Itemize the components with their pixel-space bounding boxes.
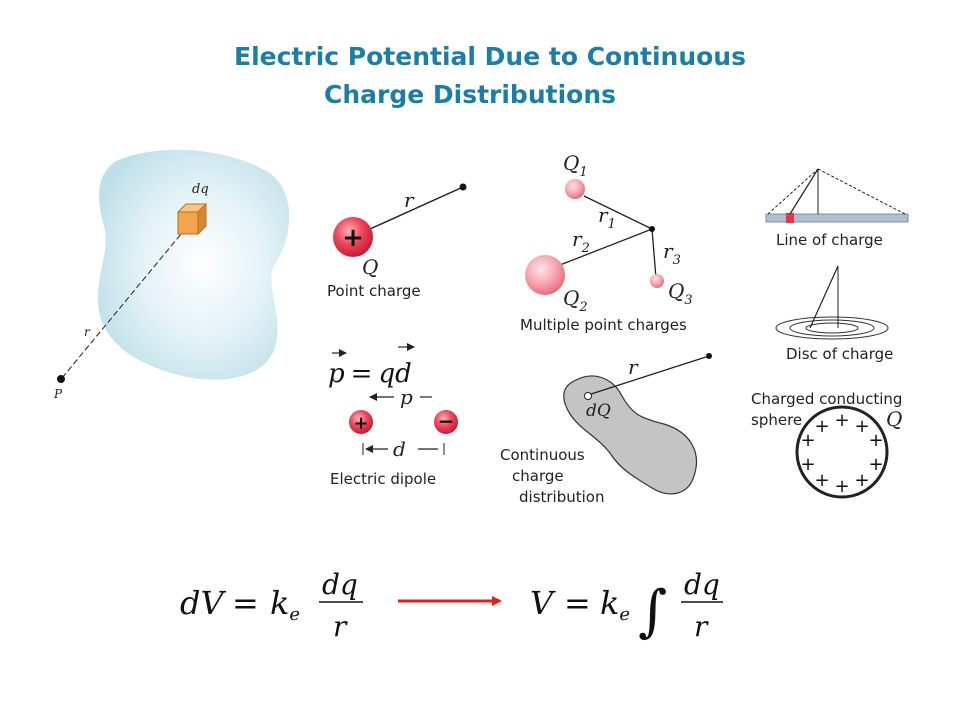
dq-label: dq xyxy=(192,182,209,197)
dipole-negative-ball xyxy=(434,410,458,434)
sphere-plus-7: + xyxy=(868,454,883,475)
eq-left-dv: dV xyxy=(180,584,226,622)
triangle-dashed-left xyxy=(767,168,819,215)
sphere-plus-6: + xyxy=(800,454,815,475)
charge-blob xyxy=(98,149,290,380)
dipole-positive-ball xyxy=(349,410,373,434)
line-charge-figure: Line of charge xyxy=(765,168,909,249)
sphere-plus-3: + xyxy=(854,416,869,437)
multiple-charges-figure: Q1 r1 r2 r3 Q2 Q3 Multiple point charges xyxy=(520,151,693,334)
multiple-charges-caption: Multiple point charges xyxy=(520,316,687,334)
eq-left-denominator: r xyxy=(333,610,348,643)
disc-outer xyxy=(775,316,889,340)
point-charge-q-label: Q xyxy=(362,255,378,279)
sphere-caption-1: Charged conducting xyxy=(751,390,902,408)
eq-right-denominator: r xyxy=(694,610,709,643)
r1-label: r1 xyxy=(598,203,616,232)
q3-label: Q3 xyxy=(668,279,693,308)
dipole-caption: Electric dipole xyxy=(330,470,436,488)
continuous-caption-3: distribution xyxy=(519,488,604,506)
sphere-plus-1: + xyxy=(834,410,849,431)
conducting-sphere xyxy=(795,405,889,499)
continuous-dq-label: dQ xyxy=(586,401,611,421)
dipole-figure: p=qd p + − d Electric dipole xyxy=(328,343,458,488)
charged-rod xyxy=(765,213,909,223)
positive-charge-ball xyxy=(333,217,373,257)
disc-slant xyxy=(809,265,839,329)
r2-line xyxy=(559,228,653,266)
dipole-p-label: p xyxy=(400,385,413,409)
dipole-plus: + xyxy=(353,413,368,434)
irregular-charge-body xyxy=(563,375,698,495)
point-charge-caption: Point charge xyxy=(327,282,421,300)
point-charge-r-label: r xyxy=(404,188,415,212)
eq-right-numerator: dq xyxy=(684,568,720,601)
continuous-r-label: r xyxy=(628,355,639,379)
sphere-caption-2: sphere xyxy=(751,411,802,429)
integral-sign: ∫ xyxy=(638,579,667,644)
eq-left-equals: = xyxy=(232,584,259,622)
eq-left-numerator: dq xyxy=(322,568,358,601)
integral-equation: V = ke ∫ dq r xyxy=(530,568,723,644)
d-label: d xyxy=(393,437,406,461)
sphere-plus-5: + xyxy=(868,430,883,451)
disc-ring-2 xyxy=(789,319,875,337)
r3-label: r3 xyxy=(663,239,681,268)
eq-right-v: V xyxy=(530,584,556,622)
dipole-equation: p=qd xyxy=(328,359,412,389)
eq-left-k: ke xyxy=(270,584,300,625)
sphere-plus-2: + xyxy=(814,416,829,437)
p-label: P xyxy=(53,387,63,401)
disc-charge-caption: Disc of charge xyxy=(786,345,893,363)
r1-line xyxy=(583,195,653,230)
sphere-surface-charges: ++++++++++ xyxy=(800,410,883,497)
r2-label: r2 xyxy=(572,227,590,256)
sphere-q-label: Q xyxy=(886,407,902,431)
dipole-minus: − xyxy=(438,409,455,433)
rod-element xyxy=(786,213,794,223)
title-line-1: Electric Potential Due to Continuous xyxy=(234,42,746,71)
q3-ball xyxy=(650,274,664,288)
point-p-dot xyxy=(57,375,65,383)
point-charge-figure: + r Q Point charge xyxy=(327,183,467,300)
distance-line-r xyxy=(61,227,187,379)
multi-point-dot xyxy=(649,226,655,232)
triangle-left xyxy=(789,168,819,215)
charged-sphere-figure: Charged conducting sphere Q ++++++++++ xyxy=(751,390,902,499)
continuous-distribution-figure: r dQ Continuous charge distribution xyxy=(500,353,712,506)
title-line-2: Charge Distributions xyxy=(323,80,617,109)
disc-charge-figure: Disc of charge xyxy=(775,265,893,363)
continuous-end-dot xyxy=(706,353,712,359)
sphere-plus-8: + xyxy=(814,470,829,491)
dq-cube-icon xyxy=(176,202,208,236)
r-label: r xyxy=(84,325,91,339)
q1-ball xyxy=(565,179,585,199)
point-charge-end-dot xyxy=(459,183,467,191)
continuous-caption-1: Continuous xyxy=(500,446,585,464)
r3-line xyxy=(651,228,657,279)
q2-ball xyxy=(525,255,565,295)
sphere-plus-9: + xyxy=(854,470,869,491)
continuous-blob-figure: dq r P xyxy=(53,149,290,401)
page-title: Electric Potential Due to Continuous Cha… xyxy=(0,38,960,114)
point-charge-r-line xyxy=(369,186,464,230)
q2-label: Q2 xyxy=(563,286,588,315)
triangle-dashed-right xyxy=(817,168,906,215)
dq-element xyxy=(584,392,592,400)
eq-right-equals: = xyxy=(564,584,591,622)
disc-ring-3 xyxy=(805,322,859,334)
sphere-plus-4: + xyxy=(800,430,815,451)
continuous-r-line xyxy=(587,355,710,396)
differential-equation: dV = ke dq r xyxy=(180,568,363,643)
plus-sign: + xyxy=(342,223,364,253)
sphere-plus-10: + xyxy=(834,476,849,497)
continuous-caption-2: charge xyxy=(512,467,564,485)
line-charge-caption: Line of charge xyxy=(776,231,883,249)
eq-right-k: ke xyxy=(600,584,630,625)
q1-label: Q1 xyxy=(563,151,588,180)
